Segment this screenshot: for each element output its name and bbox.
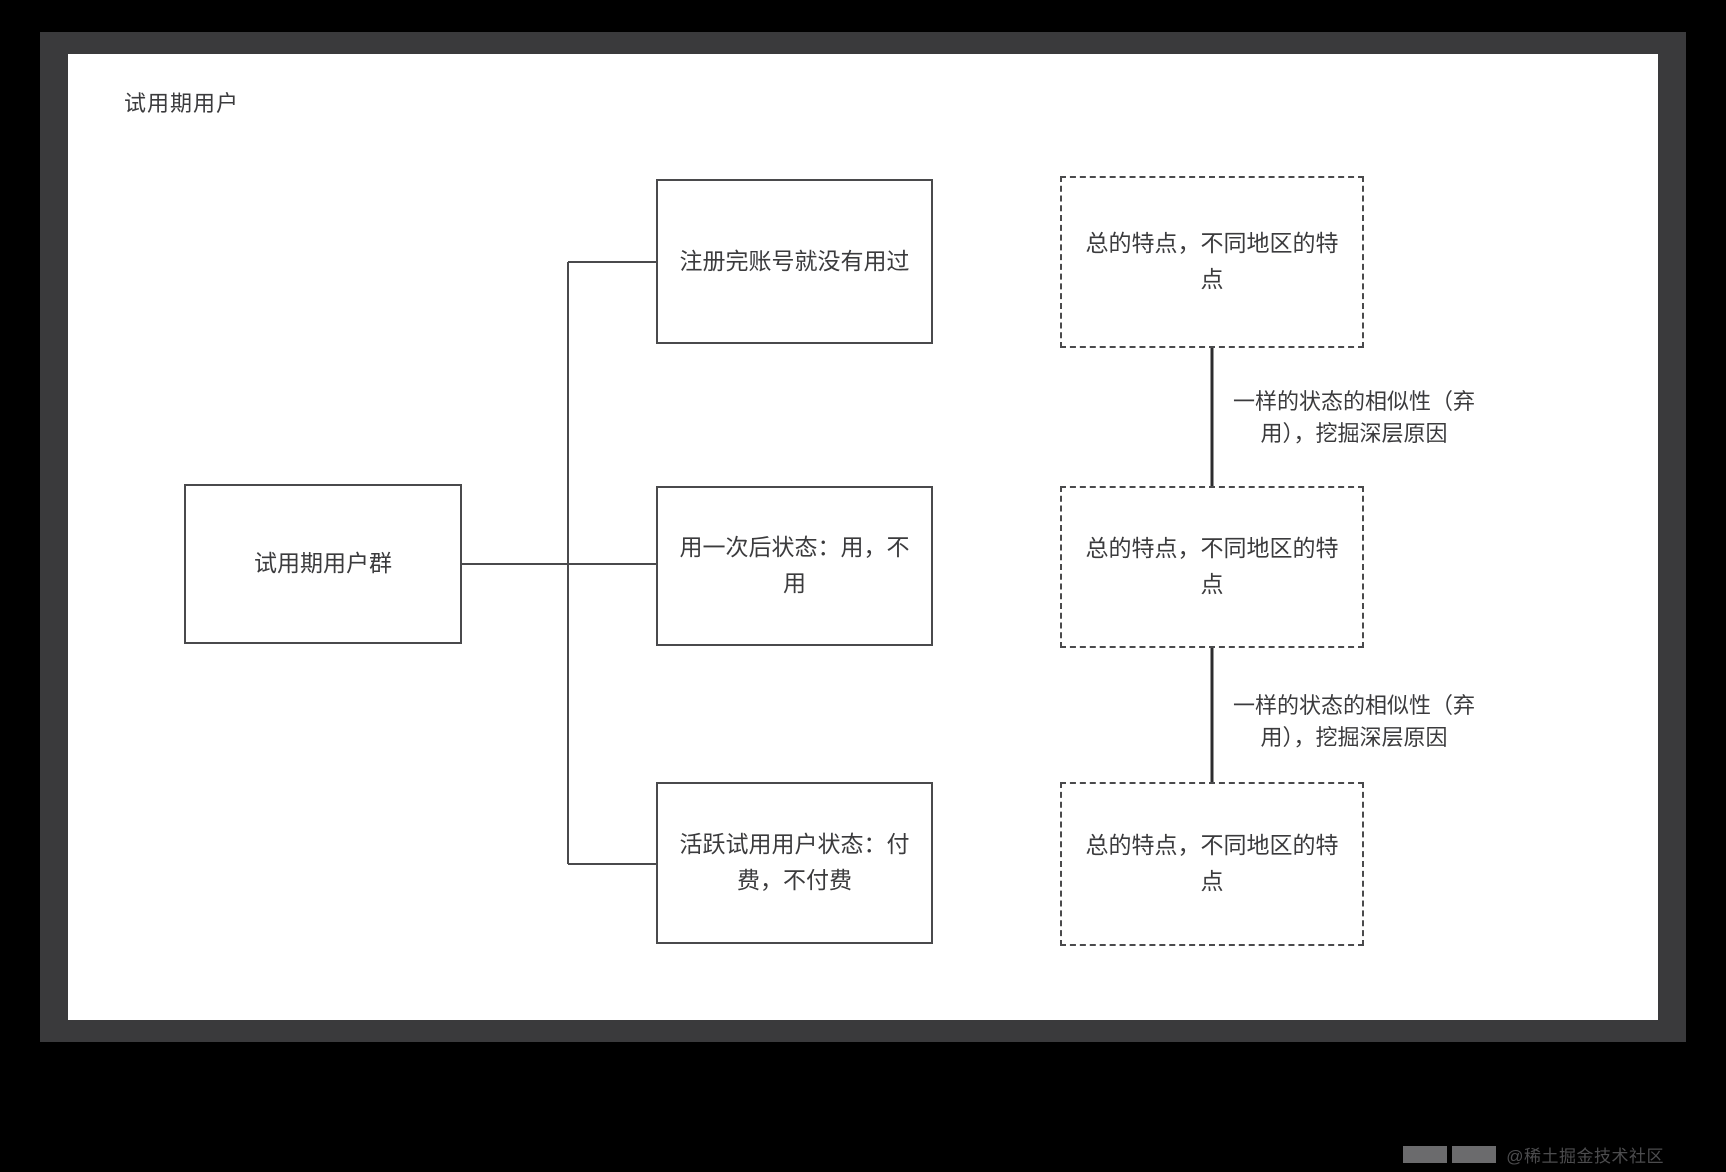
node-characteristics-3[interactable]: 总的特点，不同地区的特点	[1060, 782, 1364, 946]
node-branch-2-label: 用一次后状态：用，不用	[679, 534, 910, 596]
node-branch-1-label: 注册完账号就没有用过	[679, 247, 910, 274]
page-title: 试用期用户	[124, 91, 240, 116]
watermark-block-right	[1452, 1145, 1497, 1163]
node-branch-3-label: 活跃试用用户状态：付 费，不付费	[679, 831, 910, 893]
edge-label-similarity-1: 一样的状态的相似性（弃 用），挖掘深层原因	[1232, 389, 1475, 446]
node-characteristics-2[interactable]: 总的特点，不同地区的特点	[1060, 486, 1364, 648]
node-root-label: 试用期用户群	[254, 550, 392, 577]
node-dashed-3-label: 总的特点，不同地区的特点	[1085, 832, 1339, 894]
watermark-block-left	[1403, 1145, 1448, 1163]
node-branch-after-one-use[interactable]: 用一次后状态：用，不用	[656, 486, 933, 646]
node-dashed-2-label: 总的特点，不同地区的特点	[1085, 535, 1339, 597]
watermark-bar: @稀土掘金技术社区	[1240, 1138, 1686, 1170]
diagram-canvas[interactable]: 试用期用户 试用期用户群 注册完账号就没有用过	[68, 54, 1658, 1020]
edge-label-similarity-2: 一样的状态的相似性（弃 用），挖掘深层原因	[1232, 693, 1475, 750]
node-dashed-1-label: 总的特点，不同地区的特点	[1085, 230, 1339, 292]
node-root[interactable]: 试用期用户群	[184, 484, 462, 644]
watermark-blocks	[1403, 1145, 1497, 1163]
canvas-bezel: 试用期用户 试用期用户群 注册完账号就没有用过	[40, 32, 1686, 1042]
node-branch-active-trial-user[interactable]: 活跃试用用户状态：付 费，不付费	[656, 782, 933, 944]
watermark-text: @稀土掘金技术社区	[1506, 1146, 1664, 1166]
node-characteristics-1[interactable]: 总的特点，不同地区的特点	[1060, 176, 1364, 348]
node-branch-registered-never-used[interactable]: 注册完账号就没有用过	[656, 179, 933, 344]
